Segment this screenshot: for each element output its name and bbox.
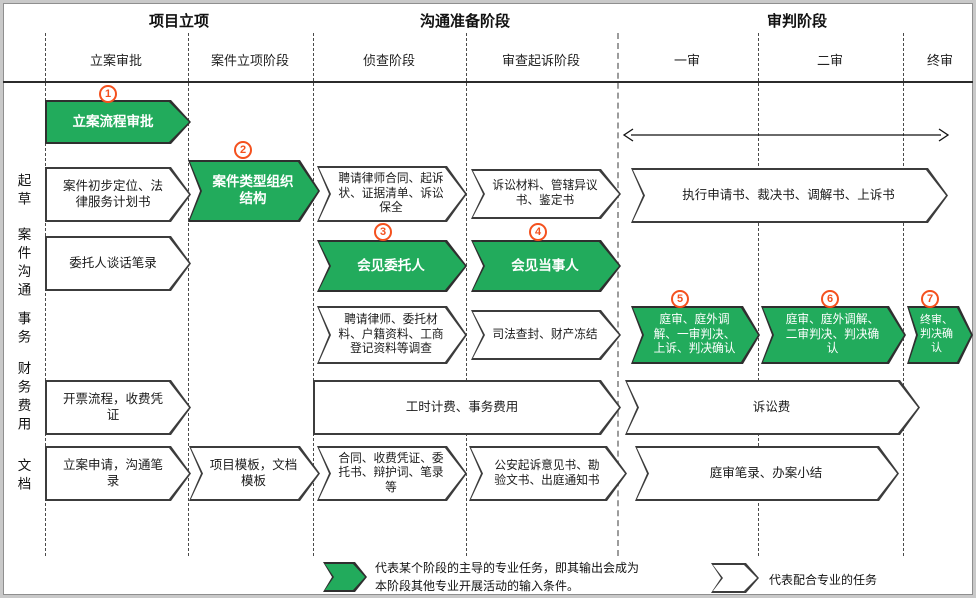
phase-header-project-initiation: 项目立项 [148, 13, 210, 30]
step-label: 立案流程审批 [47, 102, 189, 142]
step-label: 案件类型组织结构 [190, 162, 318, 220]
step-arrow-project-template: 项目模板，文档模板 [189, 446, 320, 501]
step-arrow-court-notes: 庭审笔录、办案小结 [635, 446, 899, 501]
column-divider [45, 33, 46, 556]
column-divider [903, 33, 904, 556]
legend-support-text: 代表配合专业的任务 [769, 573, 878, 587]
column-header-investigation: 侦查阶段 [362, 53, 416, 68]
column-divider [758, 33, 759, 556]
step-arrow-prosecution-docs: 公安起诉意见书、勘验文书、出庭通知书 [469, 446, 627, 501]
column-divider [313, 33, 314, 556]
column-header-first-instance: 一审 [673, 53, 701, 68]
step-arrow-second-trial: 庭审、庭外调解、二审判决、判决确认 [761, 306, 906, 364]
step-badge-1: 1 [99, 85, 117, 103]
lane-label-documents: 文档 [15, 458, 31, 495]
step-label: 会见委托人 [319, 242, 465, 290]
phase-header-trial: 审判阶段 [766, 13, 828, 30]
step-arrow-client-notes: 委托人谈话笔录 [45, 236, 191, 291]
step-label: 司法查封、财产冻结 [473, 312, 619, 358]
step-label: 终审、判决确认 [909, 308, 971, 362]
step-arrow-execution-docs: 执行申请书、裁决书、调解书、上诉书 [631, 168, 948, 223]
step-label: 聘请律师、委托材料、户籍资料、工商登记资料等调查 [319, 308, 465, 362]
column-header-final-instance: 终审 [926, 53, 954, 68]
legend-primary-text: 代表某个阶段的主导的专业任务，即其输出会成为本阶段其他专业开展活动的输入条件。 [375, 561, 640, 593]
step-label: 委托人谈话笔录 [47, 238, 189, 289]
step-label: 庭审、庭外调解、二审判决、判决确认 [763, 308, 904, 362]
step-arrow-filing-request: 立案申请，沟通笔录 [45, 446, 191, 501]
step-arrow-lawyer-contract: 聘请律师合同、起诉状、证据清单、诉讼保全 [317, 166, 467, 222]
two-way-arrow [622, 128, 950, 142]
column-divider [188, 33, 189, 556]
step-arrow-case-type: 案件类型组织结构 [188, 160, 320, 222]
column-header-case-setup: 案件立项阶段 [210, 53, 290, 68]
step-arrow-billing: 开票流程，收费凭证 [45, 380, 191, 435]
step-arrow-case-position: 案件初步定位、法律服务计划书 [45, 167, 191, 222]
step-arrow-filing-approval: 立案流程审批 [45, 100, 191, 144]
step-label: 立案申请，沟通笔录 [47, 448, 189, 499]
step-arrow-meet-party: 会见当事人 [471, 240, 621, 292]
step-arrow-litigation-materials: 诉讼材料、管辖异议书、鉴定书 [471, 169, 621, 219]
step-badge-6: 6 [821, 290, 839, 308]
step-label: 开票流程，收费凭证 [47, 382, 189, 433]
step-badge-5: 5 [671, 290, 689, 308]
lane-label-affairs: 事务 [15, 311, 31, 348]
step-label: 会见当事人 [473, 242, 619, 290]
legend-primary-arrow-icon [323, 562, 367, 592]
lane-label-case-communication: 案件沟通 [15, 227, 31, 301]
column-divider [617, 33, 619, 556]
lane-label-finance-fees: 财务费用 [15, 361, 31, 435]
header-separator-line [3, 81, 973, 83]
step-label: 公安起诉意见书、勘验文书、出庭通知书 [471, 448, 625, 499]
step-label: 聘请律师合同、起诉状、证据清单、诉讼保全 [319, 168, 465, 220]
step-label: 工时计费、事务费用 [315, 382, 619, 433]
step-label: 案件初步定位、法律服务计划书 [47, 169, 189, 220]
step-label: 诉讼费 [627, 382, 918, 433]
step-badge-2: 2 [234, 141, 252, 159]
step-arrow-litigation-fee: 诉讼费 [625, 380, 920, 435]
step-label: 诉讼材料、管辖异议书、鉴定书 [473, 171, 619, 217]
legend-support-arrow-icon [711, 563, 759, 593]
column-divider [466, 33, 467, 556]
step-badge-7: 7 [921, 290, 939, 308]
step-badge-4: 4 [529, 223, 547, 241]
column-header-filing-approval: 立案审批 [89, 53, 143, 68]
lane-label-drafting: 起草 [15, 173, 31, 210]
phase-header-communication-prep: 沟通准备阶段 [419, 13, 511, 30]
step-arrow-final-trial: 终审、判决确认 [907, 306, 973, 364]
column-header-second-instance: 二审 [816, 53, 844, 68]
step-arrow-seizure: 司法查封、财产冻结 [471, 310, 621, 360]
step-badge-3: 3 [374, 223, 392, 241]
step-arrow-contract-docs: 合同、收费凭证、委托书、辩护词、笔录等 [317, 446, 467, 501]
step-arrow-meet-client: 会见委托人 [317, 240, 467, 292]
step-arrow-time-billing: 工时计费、事务费用 [313, 380, 621, 435]
column-header-prosecution-review: 审查起诉阶段 [501, 53, 581, 68]
step-arrow-investigation: 聘请律师、委托材料、户籍资料、工商登记资料等调查 [317, 306, 467, 364]
step-arrow-first-trial: 庭审、庭外调解、一审判决、上诉、判决确认 [631, 306, 760, 364]
step-label: 项目模板，文档模板 [191, 448, 318, 499]
step-label: 庭审、庭外调解、一审判决、上诉、判决确认 [633, 308, 758, 362]
step-label: 执行申请书、裁决书、调解书、上诉书 [633, 170, 946, 221]
step-label: 庭审笔录、办案小结 [637, 448, 897, 499]
step-label: 合同、收费凭证、委托书、辩护词、笔录等 [319, 448, 465, 499]
